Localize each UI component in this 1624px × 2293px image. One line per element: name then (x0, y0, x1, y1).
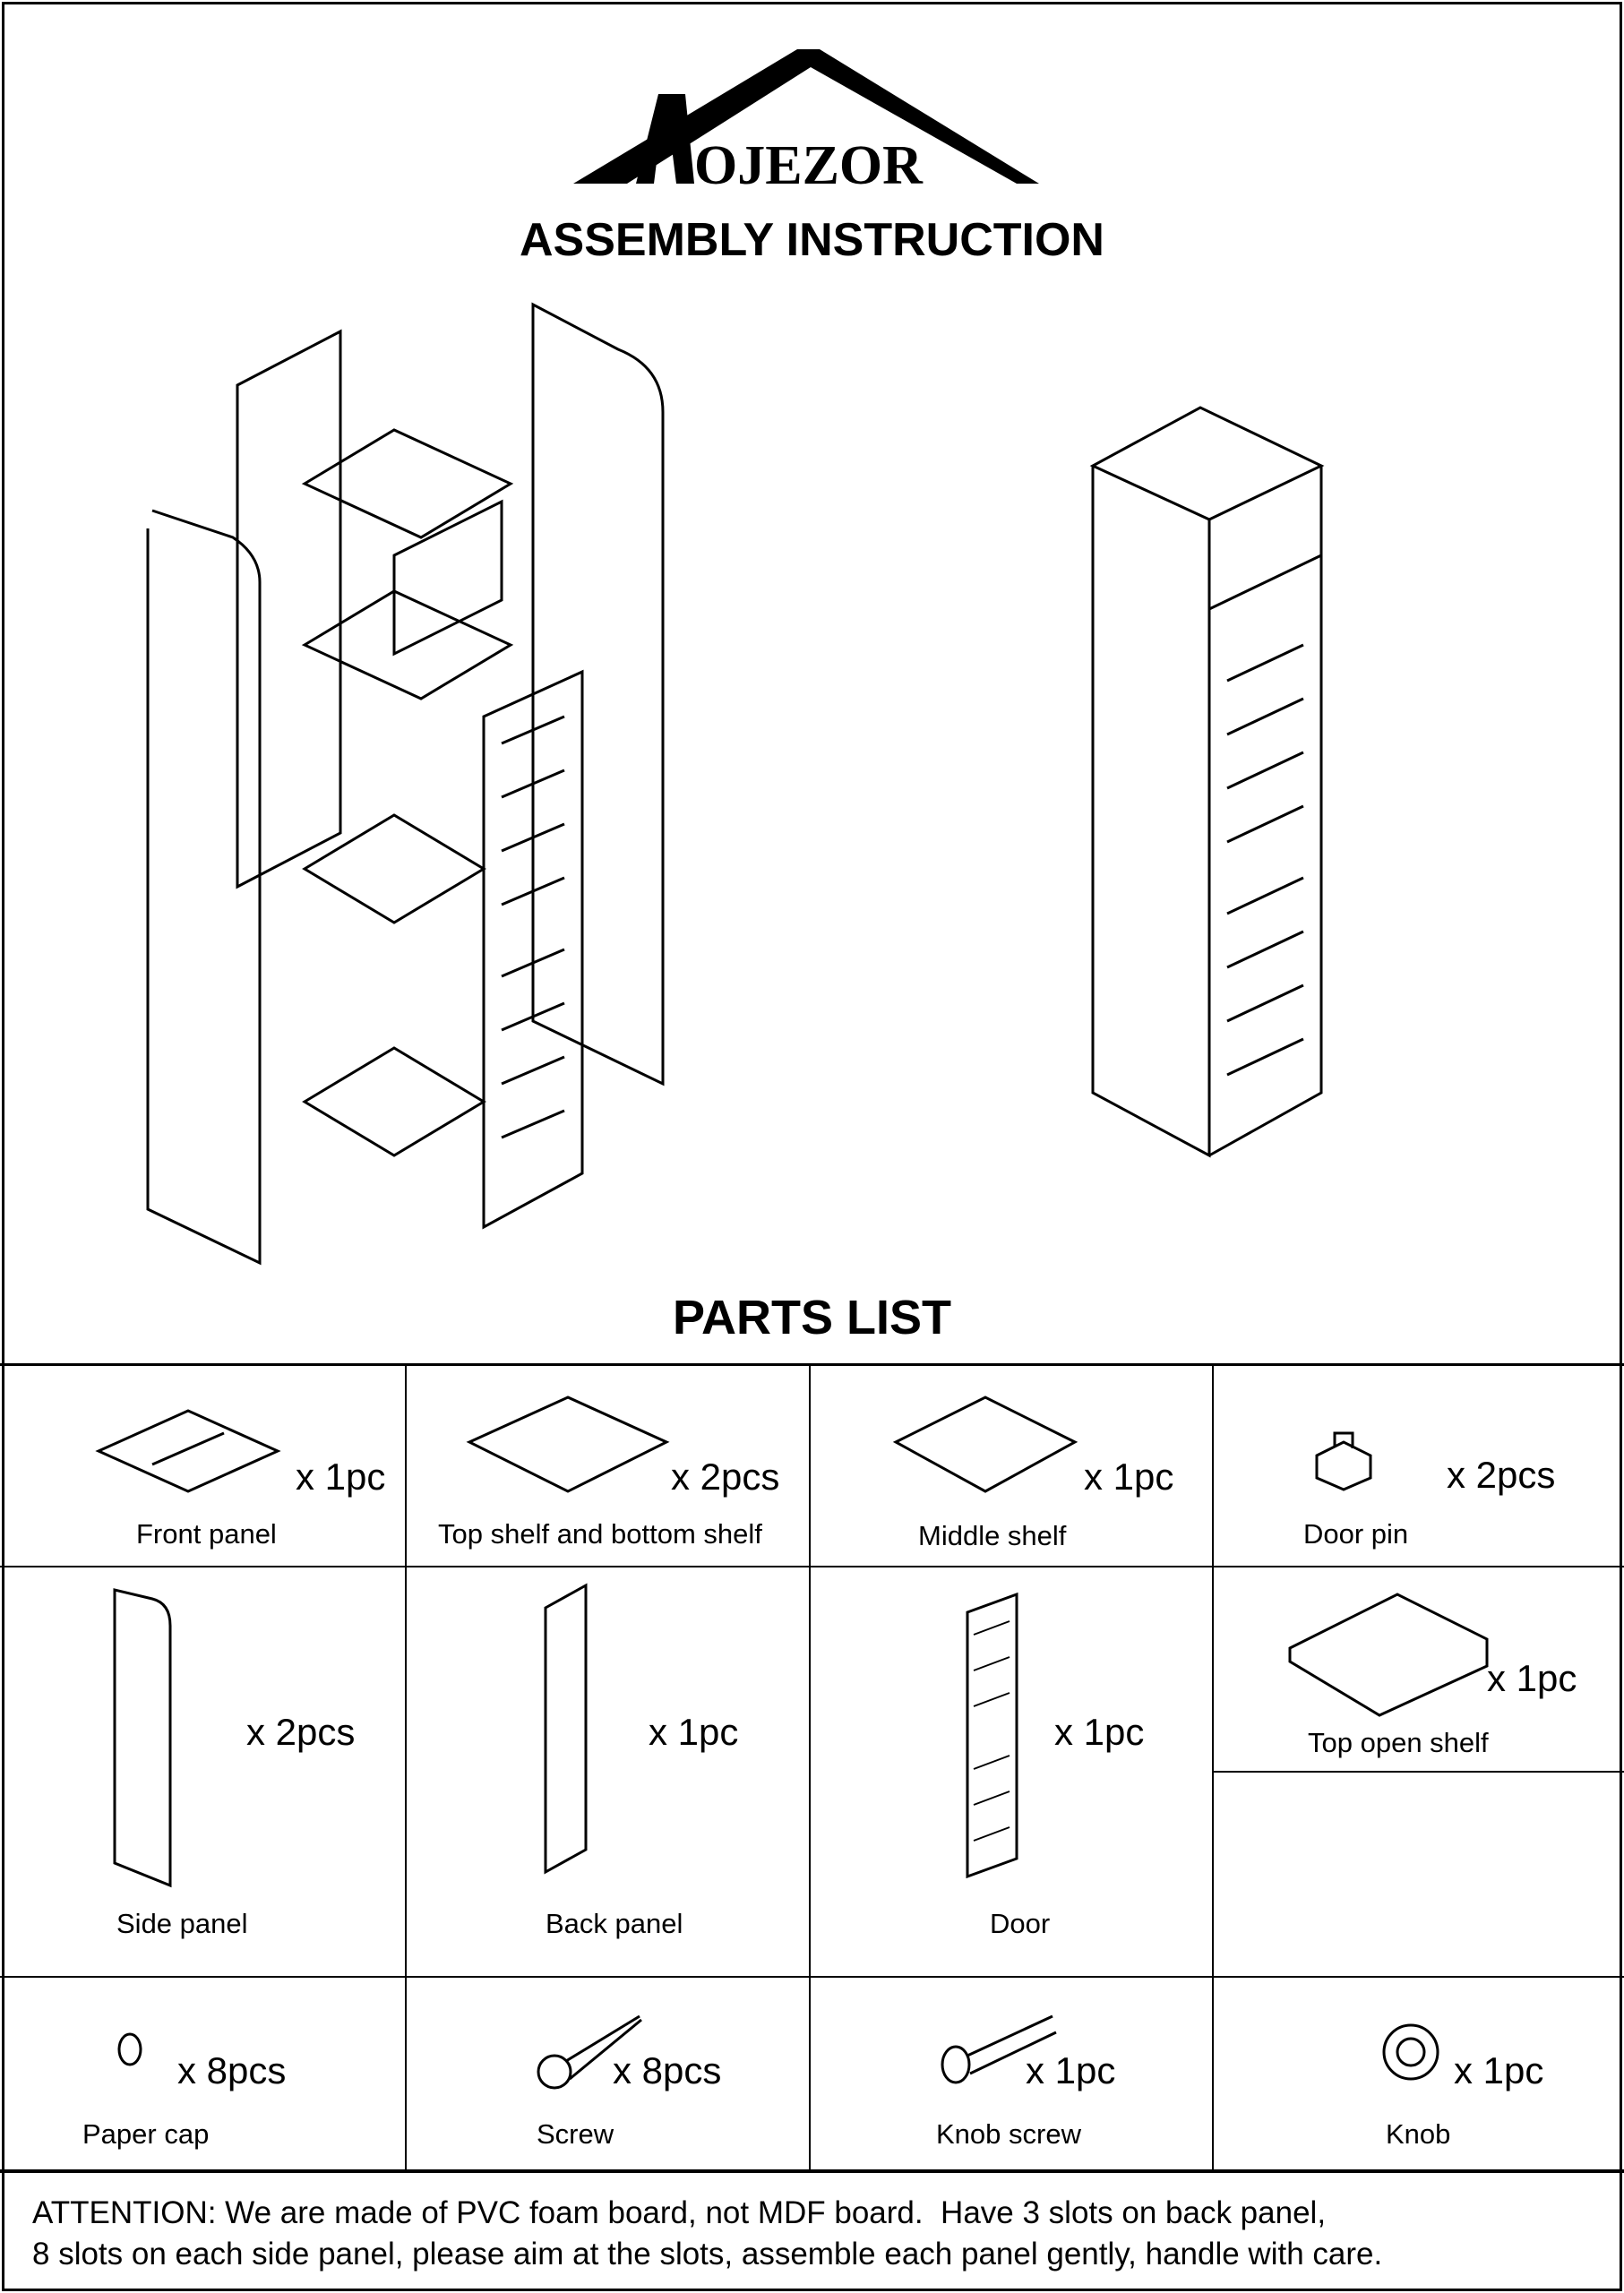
part-label: Paper cap (82, 2118, 210, 2150)
part-qty: x 2pcs (671, 1456, 780, 1498)
screw-icon (537, 2014, 642, 2090)
part-top-bottom-shelf: x 2pcs Top shelf and bottom shelf (407, 1366, 811, 1567)
back-panel-icon (544, 1583, 588, 1875)
page-title: ASSEMBLY INSTRUCTION (520, 214, 1104, 266)
part-back-panel: x 1pc Back panel (407, 1567, 811, 1978)
part-top-open-shelf: x 1pc Top open shelf (1214, 1567, 1624, 1773)
part-label: Front panel (136, 1518, 277, 1550)
middle-shelf-icon (892, 1396, 1078, 1493)
part-label: Screw (537, 2118, 614, 2150)
svg-text:OJEZOR: OJEZOR (694, 135, 924, 196)
part-front-panel: x 1pc Front panel (0, 1366, 407, 1567)
exploded-assembly-illustration (146, 302, 665, 1266)
part-label: Knob screw (936, 2118, 1081, 2150)
part-qty: x 1pc (1026, 2049, 1116, 2091)
part-label: Knob (1386, 2118, 1451, 2150)
knob-screw-icon (941, 2014, 1057, 2084)
part-label: Middle shelf (918, 1520, 1067, 1551)
parts-list-title: PARTS LIST (672, 1291, 951, 1344)
paper-cap-icon (117, 2032, 142, 2066)
open-shelf-icon (1288, 1593, 1489, 1717)
part-label: Door (990, 1908, 1051, 1939)
knob-icon (1382, 2023, 1439, 2081)
side-panel-icon (113, 1588, 172, 1888)
parts-list-table: x 1pc Front panel x 2pcs Top shelf and b… (0, 1363, 1624, 2172)
part-qty: x 1pc (1454, 2049, 1544, 2091)
part-qty: x 1pc (1054, 1711, 1145, 1753)
attention-line-2: 8 slots on each side panel, please aim a… (32, 2237, 1383, 2272)
part-paper-cap: x 8pcs Paper cap (0, 1978, 407, 2172)
part-label: Back panel (546, 1908, 683, 1939)
door-icon (966, 1592, 1018, 1879)
door-pin-icon (1315, 1431, 1372, 1491)
part-door: x 1pc Door (811, 1567, 1214, 1978)
part-qty: x 2pcs (246, 1711, 356, 1753)
part-label: Door pin (1303, 1518, 1409, 1550)
empty-cell (1214, 1773, 1624, 1978)
brand-logo: OJEZOR (573, 49, 1039, 196)
attention-line-1: ATTENTION: We are made of PVC foam board… (32, 2195, 1327, 2230)
part-middle-shelf: x 1pc Middle shelf (811, 1366, 1214, 1567)
part-qty: x 1pc (649, 1711, 739, 1753)
part-qty: x 1pc (296, 1456, 386, 1498)
part-knob-screw: x 1pc Knob screw (811, 1978, 1214, 2172)
part-label: Top open shelf (1308, 1727, 1489, 1758)
part-side-panel: x 2pcs Side panel (0, 1567, 407, 1978)
attention-note: ATTENTION: We are made of PVC foam board… (0, 2169, 1624, 2291)
part-qty: x 8pcs (613, 2049, 722, 2091)
part-label: Top shelf and bottom shelf (438, 1518, 762, 1550)
front-panel-icon (95, 1409, 281, 1493)
assembled-cabinet-illustration (1089, 406, 1325, 1158)
part-qty: x 8pcs (177, 2049, 287, 2091)
part-screw: x 8pcs Screw (407, 1978, 811, 2172)
part-qty: x 1pc (1084, 1456, 1174, 1498)
part-door-pin: x 2pcs Door pin (1214, 1366, 1624, 1567)
part-label: Side panel (116, 1908, 248, 1939)
part-qty: x 2pcs (1447, 1454, 1556, 1496)
part-knob: x 1pc Knob (1214, 1978, 1624, 2172)
part-qty: x 1pc (1487, 1657, 1577, 1699)
shelf-icon (466, 1396, 670, 1493)
